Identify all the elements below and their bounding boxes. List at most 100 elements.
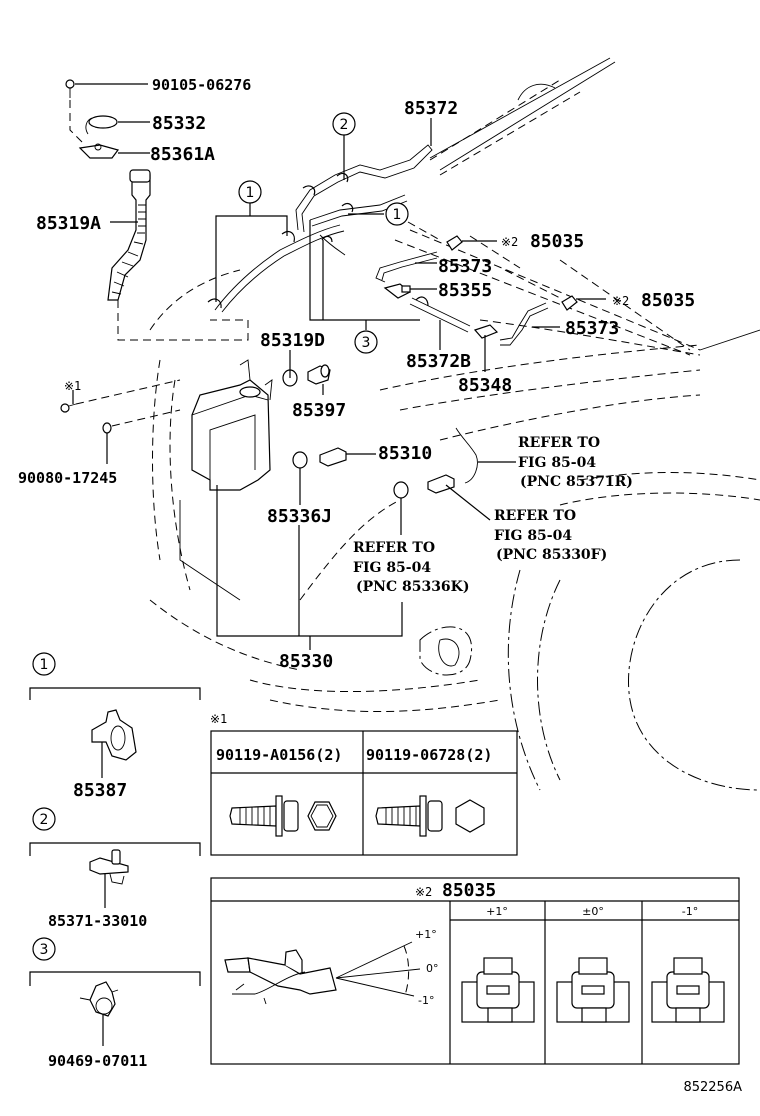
- angle-label-plus1: +1°: [415, 928, 437, 941]
- part-85035-top: 85035: [530, 231, 584, 252]
- svg-text:FIG 85-04: FIG 85-04: [518, 455, 596, 471]
- bolt-table-marker: ※1: [210, 712, 227, 726]
- part-90105-06276: 90105-06276: [152, 76, 251, 94]
- cap-85332: [85, 115, 118, 135]
- svg-text:3: 3: [40, 942, 49, 958]
- svg-text:1: 1: [40, 657, 49, 673]
- nozzle-col-plus1: +1°: [486, 905, 508, 918]
- nozzle-table-part: 85035: [442, 880, 496, 901]
- bolt-table: ※1 90119-A0156(2) 90119-06728(2): [210, 712, 518, 856]
- wiper-pivot: [517, 83, 556, 101]
- hose-85371R: [455, 427, 478, 484]
- joint-85348: [473, 324, 499, 339]
- svg-text:FIG 85-04: FIG 85-04: [353, 560, 431, 576]
- callout-1-mid: 1: [385, 202, 409, 226]
- part-85371-33010: 85371-33010: [48, 912, 147, 930]
- joint-85355: [383, 283, 412, 299]
- nozzle-front-plus1-icon: [461, 957, 535, 1023]
- clip-85387-icon: [91, 709, 137, 761]
- diagram-code: 852256A: [683, 1080, 742, 1095]
- svg-text:REFER TO: REFER TO: [494, 508, 576, 524]
- legend-clip-2: 2 85371-33010: [29, 807, 201, 930]
- nozzle-85035-top: [446, 235, 463, 251]
- leader-lines: [72, 83, 606, 650]
- svg-text:2: 2: [40, 812, 49, 828]
- washer-tank: [191, 359, 273, 491]
- fog-lamp: [419, 626, 473, 676]
- grommet-90080: [102, 422, 112, 434]
- part-85372: 85372: [404, 98, 458, 119]
- legend-clip-1: 1 85387: [29, 652, 201, 801]
- hose-85373-mid: [499, 302, 549, 346]
- bolt-90119-A0156-icon: [229, 795, 337, 837]
- part-85397: 85397: [292, 400, 346, 421]
- part-85373-mid: 85373: [565, 318, 619, 339]
- svg-text:(PNC 85371R): (PNC 85371R): [520, 474, 633, 490]
- reference-85371R: REFER TO FIG 85-04 (PNC 85371R): [518, 435, 633, 490]
- part-85035-mid: 85035: [641, 290, 695, 311]
- note2-marker-mid: ※2: [612, 294, 629, 308]
- callout-2-upper: 2: [332, 112, 356, 136]
- hose-85373-top: [375, 251, 438, 283]
- bolt-note1: [60, 403, 77, 413]
- angle-label-zero: 0°: [426, 962, 439, 975]
- note1-marker: ※1: [64, 379, 81, 393]
- part-85319A: 85319A: [36, 213, 101, 234]
- nozzle-front-zero-icon: [556, 957, 630, 1023]
- part-85336J: 85336J: [267, 506, 332, 527]
- svg-text:(PNC 85330F): (PNC 85330F): [496, 547, 607, 563]
- svg-text:(PNC 85336K): (PNC 85336K): [356, 579, 469, 595]
- angle-label-minus1: -1°: [418, 994, 434, 1007]
- clip-85371-icon: [89, 849, 129, 885]
- grommet-85336J: [292, 451, 308, 469]
- part-85361A: 85361A: [150, 144, 215, 165]
- nozzle-side-view-icon: [224, 941, 421, 1005]
- pump-85397: [307, 364, 331, 385]
- part-90469-07011: 90469-07011: [48, 1052, 147, 1070]
- part-85373-top: 85373: [438, 256, 492, 277]
- callout-3-upper: 3: [354, 330, 378, 354]
- car-body-outline: [149, 57, 760, 791]
- part-85387: 85387: [73, 780, 127, 801]
- reference-85330F: REFER TO FIG 85-04 (PNC 85330F): [494, 508, 607, 563]
- nozzle-table: ※2 85035 +1° ±0° -1° +1° 0° -1°: [210, 877, 740, 1065]
- part-85330: 85330: [279, 651, 333, 672]
- note2-marker-top: ※2: [501, 235, 518, 249]
- bracket-85361A: [78, 143, 120, 159]
- callout-1-upper: 1: [238, 180, 262, 204]
- nozzle-col-minus1: -1°: [682, 905, 698, 918]
- wiper-arm: [429, 57, 616, 171]
- nozzle-col-zero: ±0°: [582, 905, 604, 918]
- motor-85330F: [427, 474, 455, 494]
- nozzle-front-minus1-icon: [651, 957, 725, 1023]
- hose-85372B: [409, 296, 471, 333]
- reference-85336K: REFER TO FIG 85-04 (PNC 85336K): [353, 540, 469, 595]
- hose-clips: [207, 172, 354, 309]
- bolt-col-1: 90119-A0156(2): [216, 746, 342, 764]
- bolt-90119-06728-icon: [375, 795, 485, 837]
- part-85355: 85355: [438, 280, 492, 301]
- part-85319D: 85319D: [260, 330, 325, 351]
- svg-text:FIG 85-04: FIG 85-04: [494, 528, 572, 544]
- motor-85310: [319, 447, 347, 467]
- svg-text:REFER TO: REFER TO: [353, 540, 435, 556]
- bolt-90105: [65, 79, 75, 98]
- svg-text:1: 1: [246, 185, 255, 201]
- nozzle-85035-mid: [561, 295, 578, 311]
- part-85348: 85348: [458, 375, 512, 396]
- nozzle-table-marker: ※2: [415, 885, 432, 899]
- filler-neck: [107, 169, 151, 301]
- part-85372B: 85372B: [406, 351, 471, 372]
- grommet-85336K: [393, 481, 409, 499]
- svg-text:1: 1: [393, 207, 402, 223]
- part-85332: 85332: [152, 113, 206, 134]
- legend-clip-3: 3 90469-07011: [29, 937, 201, 1070]
- part-90080-17245: 90080-17245: [18, 469, 117, 487]
- svg-text:3: 3: [362, 335, 371, 351]
- part-85310: 85310: [378, 443, 432, 464]
- clip-90469-icon: [79, 981, 119, 1017]
- svg-text:2: 2: [340, 117, 349, 133]
- bolt-col-2: 90119-06728(2): [366, 746, 492, 764]
